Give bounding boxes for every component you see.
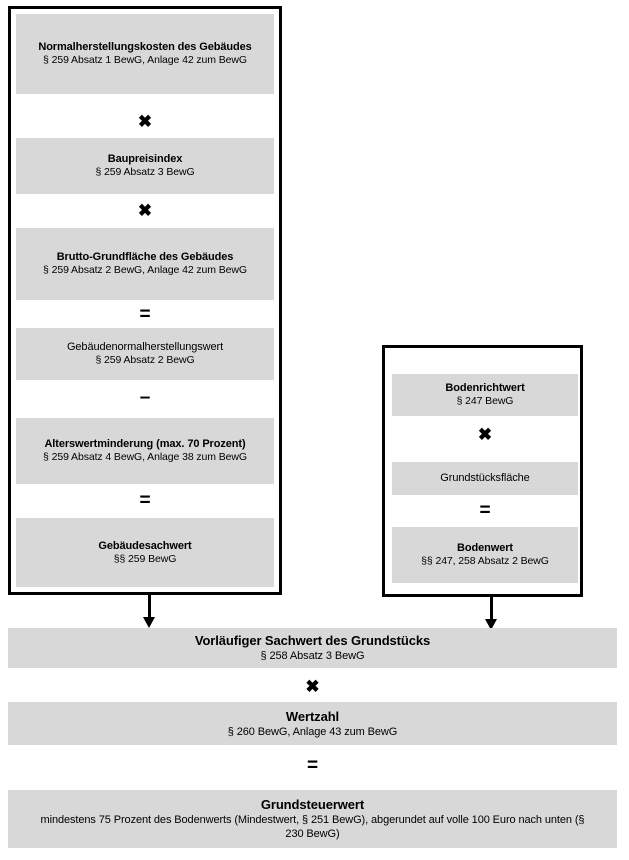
box-title: Gebäudesachwert (98, 539, 192, 552)
arrow-building-to-result-icon (138, 595, 160, 628)
box-title: Brutto-Grundfläche des Gebäudes (56, 251, 234, 263)
operator-equals-icon: = (306, 754, 319, 776)
box-subtitle: §§ 259 BewG (113, 552, 177, 565)
box-baupreisindex: Baupreisindex § 259 Absatz 3 BewG (16, 138, 274, 194)
box-title: Bodenrichtwert (445, 382, 525, 394)
operator-equals-icon: = (139, 489, 151, 511)
box-wertzahl: Wertzahl § 260 BewG, Anlage 43 zum BewG (8, 702, 617, 745)
box-title: Grundstücksfläche (440, 472, 530, 484)
box-title: Alterswertminderung (max. 70 Prozent) (44, 438, 246, 450)
box-subtitle: § 247 BewG (456, 395, 514, 407)
box-subtitle: § 259 Absatz 2 BewG (95, 354, 195, 366)
box-title: Normalherstellungskosten des Gebäudes (38, 41, 252, 53)
operator-multiply-icon: ✖ (137, 111, 153, 131)
box-subtitle: § 259 Absatz 1 BewG, Anlage 42 zum BewG (43, 54, 247, 66)
box-bodenwert: Bodenwert §§ 247, 258 Absatz 2 BewG (392, 527, 578, 583)
box-grundstuecksflaeche: Grundstücksfläche (392, 462, 578, 495)
box-gebaeudesachwert: Gebäudesachwert §§ 259 BewG (16, 518, 274, 587)
arrow-land-to-result-icon (480, 597, 502, 630)
box-subtitle: § 259 Absatz 3 BewG (95, 166, 195, 178)
box-title: Vorläufiger Sachwert des Grundstücks (194, 633, 431, 648)
box-bodenrichtwert: Bodenrichtwert § 247 BewG (392, 374, 578, 416)
box-grundsteuerwert: Grundsteuerwert mindestens 75 Prozent de… (8, 790, 617, 848)
box-subtitle: § 259 Absatz 4 BewG, Anlage 38 zum BewG (43, 451, 247, 463)
box-subtitle: §§ 247, 258 Absatz 2 BewG (421, 555, 549, 567)
operator-minus-icon: – (139, 386, 151, 408)
operator-equals-icon: = (479, 499, 491, 521)
operator-multiply-icon: ✖ (477, 424, 493, 444)
box-subtitle: mindestens 75 Prozent des Bodenwerts (Mi… (40, 814, 585, 840)
land-value-group-frame (382, 345, 583, 597)
box-subtitle: § 260 BewG, Anlage 43 zum BewG (227, 725, 398, 738)
building-value-group-frame (8, 6, 282, 595)
operator-equals-icon: = (139, 303, 151, 325)
box-title: Baupreisindex (107, 153, 183, 165)
operator-multiply-icon: ✖ (137, 200, 153, 220)
box-gebaeudenormalherstellungswert: Gebäudenormalherstellungswert § 259 Absa… (16, 328, 274, 380)
box-subtitle: § 259 Absatz 2 BewG, Anlage 42 zum BewG (43, 264, 247, 276)
box-brutto-grundflaeche: Brutto-Grundfläche des Gebäudes § 259 Ab… (16, 228, 274, 300)
box-title: Wertzahl (285, 708, 340, 724)
operator-multiply-icon: ✖ (305, 676, 320, 696)
box-title: Bodenwert (457, 542, 513, 554)
box-subtitle: § 258 Absatz 3 BewG (260, 650, 365, 662)
box-alterswertminderung: Alterswertminderung (max. 70 Prozent) § … (16, 418, 274, 484)
box-title: Gebäudenormalherstellungswert (66, 341, 224, 353)
box-normalherstellungskosten: Normalherstellungskosten des Gebäudes § … (16, 14, 274, 94)
box-title: Grundsteuerwert (260, 797, 365, 812)
box-vorlaeufiger-sachwert: Vorläufiger Sachwert des Grundstücks § 2… (8, 628, 617, 668)
